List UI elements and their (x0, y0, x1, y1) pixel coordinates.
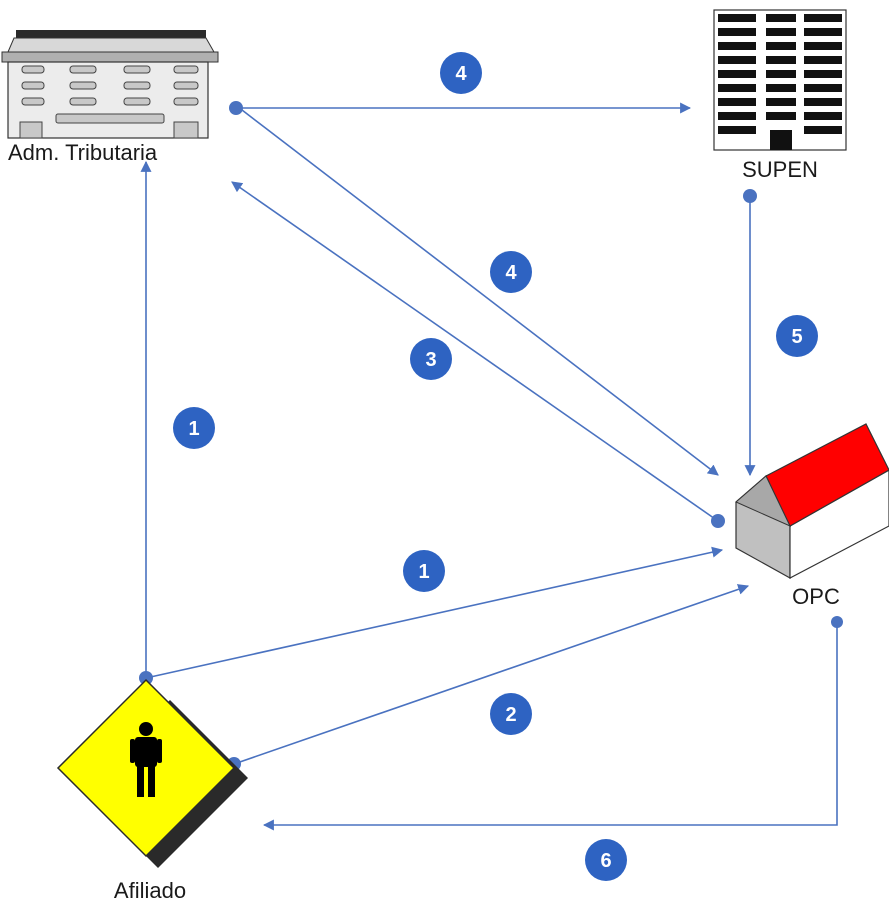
step-badge-3: 3 (410, 338, 452, 380)
afiliado-label: Afiliado (114, 878, 186, 903)
office-building-icon (1, 30, 219, 139)
step-badge-1-middle: 1 (403, 550, 445, 592)
svg-text:5: 5 (791, 326, 802, 348)
edge-5-supen-to-opc (743, 189, 757, 477)
opc-label: OPC (792, 584, 840, 609)
edge-6-opc-to-afiliado (262, 616, 843, 831)
step-badge-1-left: 1 (173, 407, 215, 449)
svg-text:1: 1 (418, 561, 429, 583)
tax-admin-label: Adm. Tributaria (8, 140, 158, 165)
svg-text:3: 3 (425, 349, 436, 371)
house-icon (735, 423, 889, 580)
svg-text:4: 4 (455, 63, 467, 85)
afiliado-diamond (56, 678, 248, 868)
edge-4-tax-to-supen (229, 101, 692, 115)
svg-text:1: 1 (188, 418, 199, 440)
tower-building-icon (713, 9, 847, 151)
edge-1-afiliado-to-opc (139, 546, 724, 685)
step-badge-6: 6 (585, 839, 627, 881)
svg-text:4: 4 (505, 262, 517, 284)
edge-2-afiliado-to-opc (227, 584, 750, 771)
step-badge-4-diagonal: 4 (490, 251, 532, 293)
person-icon (130, 722, 162, 797)
step-badge-2: 2 (490, 693, 532, 735)
step-badge-4-top: 4 (440, 52, 482, 94)
svg-text:2: 2 (505, 704, 516, 726)
svg-text:6: 6 (600, 850, 611, 872)
edge-4-tax-to-opc (241, 109, 719, 476)
step-badge-5: 5 (776, 315, 818, 357)
edge-3-opc-to-tax (231, 181, 725, 528)
supen-label: SUPEN (742, 157, 818, 182)
